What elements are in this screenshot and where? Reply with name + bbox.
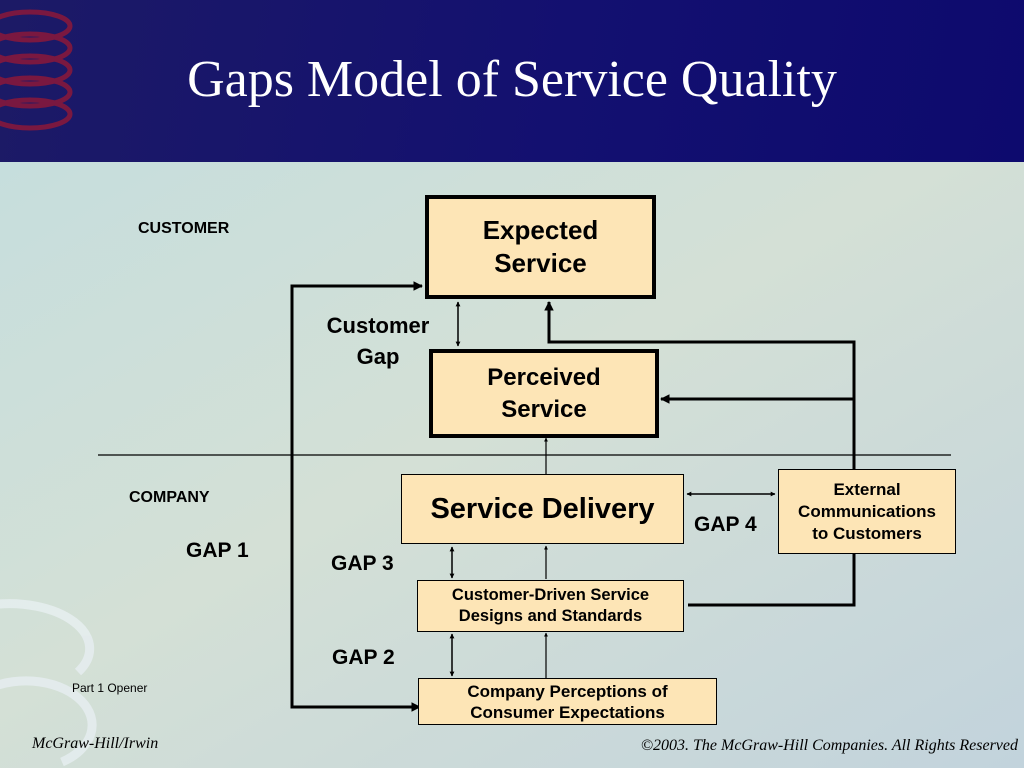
copyright-label: ©2003. The McGraw-Hill Companies. All Ri…: [640, 737, 1018, 754]
service-delivery-box: Service Delivery: [401, 474, 684, 544]
company-perceptions-line2: Consumer Expectations: [470, 702, 665, 722]
service-designs-line1: Customer-Driven Service: [451, 586, 650, 604]
service-delivery-label: Service Delivery: [430, 492, 655, 525]
customer-zone-label: CUSTOMER: [138, 220, 230, 237]
gap4-label: GAP 4: [694, 513, 757, 536]
title-banner: Gaps Model of Service Quality: [0, 0, 1024, 162]
gap3-label: GAP 3: [331, 552, 394, 575]
decorative-rings: [0, 9, 73, 131]
customer-gap-label: Customer Gap: [310, 310, 446, 372]
external-communications-box: External Communications to Customers: [778, 469, 956, 554]
perceived-service-line2: Service: [501, 395, 587, 423]
perceived-service-line1: Perceived: [487, 363, 601, 391]
gap2-label: GAP 2: [332, 646, 395, 669]
service-designs-line2: Designs and Standards: [458, 607, 643, 625]
decorative-arcs: [0, 599, 97, 767]
customer-gap-line2: Gap: [356, 344, 400, 369]
service-designs-box: Customer-Driven Service Designs and Stan…: [417, 580, 684, 632]
company-perceptions-line1: Company Perceptions of: [467, 681, 668, 701]
gap1-label: GAP 1: [186, 539, 249, 562]
external-communications-line3: to Customers: [812, 523, 922, 543]
perceived-service-box: Perceived Service: [429, 349, 659, 438]
expected-service-line2: Service: [494, 248, 587, 278]
company-zone-label: COMPANY: [129, 489, 210, 506]
external-communications-line1: External: [833, 479, 901, 499]
external-communications-line2: Communications: [798, 501, 936, 521]
part-label: Part 1 Opener: [72, 681, 148, 695]
publisher-label: McGraw-Hill/Irwin: [32, 735, 159, 752]
expected-service-line1: Expected: [482, 215, 599, 245]
expected-service-box: Expected Service: [425, 195, 656, 299]
slide-title: Gaps Model of Service Quality: [187, 51, 837, 108]
company-perceptions-box: Company Perceptions of Consumer Expectat…: [418, 678, 717, 725]
customer-gap-line1: Customer: [326, 313, 430, 338]
